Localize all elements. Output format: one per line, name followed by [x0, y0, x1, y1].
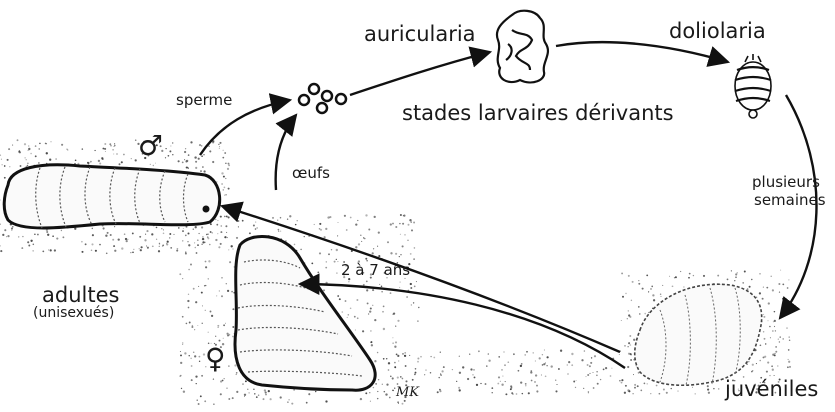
sperm-label: sperme — [176, 93, 232, 108]
juveniles-label: juvéniles — [725, 379, 818, 400]
female-symbol-icon: ♀ — [205, 345, 226, 373]
arrow-auricularia-to-doliolaria — [556, 42, 728, 62]
adults-label: adultes — [42, 285, 119, 306]
male-adult-sea-cucumber — [4, 165, 219, 228]
several-weeks-line2: semaines — [754, 193, 826, 208]
doliolaria-larva — [735, 54, 771, 118]
doliolaria-label: doliolaria — [669, 21, 766, 42]
several-weeks-line1: plusieurs — [752, 175, 820, 190]
unisexual-label: (unisexués) — [33, 306, 114, 320]
auricularia-larva — [497, 11, 548, 83]
auricularia-label: auricularia — [364, 24, 476, 45]
male-symbol-icon: ♂ — [138, 132, 163, 160]
eggs-label: œufs — [292, 166, 330, 181]
female-adult-sea-cucumber — [235, 236, 375, 390]
artist-signature: MK — [396, 386, 419, 399]
larval-stages-caption: stades larvaires dérivants — [402, 103, 674, 124]
duration-label: 2 à 7 ans — [341, 263, 410, 278]
arrow-eggs-to-auricularia — [350, 52, 490, 95]
eggs-cluster — [299, 84, 346, 113]
